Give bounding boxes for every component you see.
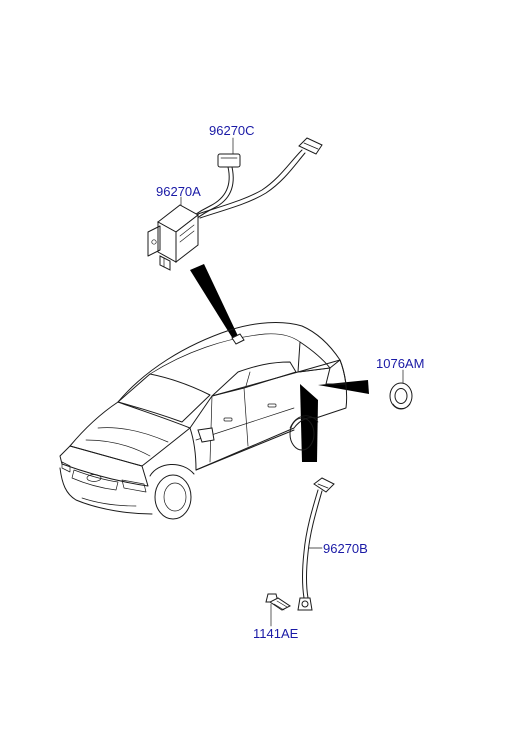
antenna-module-96270A (147, 196, 199, 271)
antenna-cable-96270B (297, 477, 335, 611)
bolt-1141AE (265, 593, 291, 627)
part-label-96270A[interactable]: 96270A (156, 184, 201, 199)
part-label-1141AE[interactable]: 1141AE (253, 626, 299, 641)
antenna-cable-96270C (192, 137, 323, 220)
part-label-96270C[interactable]: 96270C (209, 123, 255, 138)
part-label-96270B[interactable]: 96270B (323, 541, 368, 556)
vehicle-drawing (59, 322, 348, 520)
callout-wedges (190, 264, 369, 462)
part-label-1076AM[interactable]: 1076AM (376, 356, 425, 371)
grommet-1076AM (389, 369, 413, 410)
